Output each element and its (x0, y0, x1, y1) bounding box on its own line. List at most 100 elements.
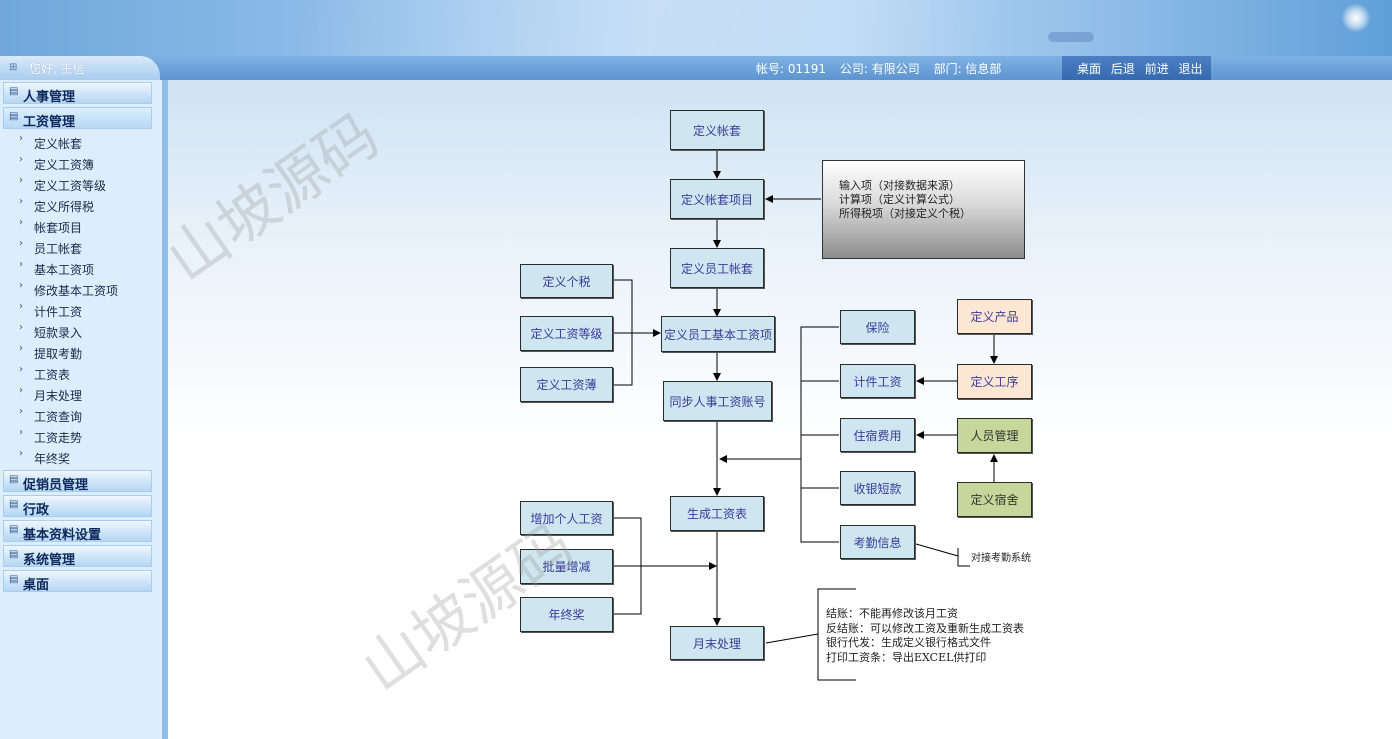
submenu-label: 工资查询 (34, 410, 83, 424)
chevron-right-icon: › (19, 427, 23, 438)
chevron-right-icon: › (19, 343, 23, 354)
submenu-label: 基本工资项 (34, 263, 95, 277)
flow-define-dorm: 定义宿舍 (957, 482, 1032, 517)
submenu-item[interactable]: › 短款录入 (3, 321, 152, 342)
submenu-label: 员工帐套 (34, 242, 83, 256)
menu-group-admin[interactable]: ▤ 行政 (3, 495, 152, 518)
chevron-right-icon: › (19, 280, 23, 291)
nav-back-link[interactable]: 后退 (1110, 62, 1135, 76)
submenu-item[interactable]: › 定义工资簿 (3, 153, 152, 174)
submenu-label: 定义工资等级 (34, 179, 107, 193)
submenu-label: 修改基本工资项 (34, 284, 119, 298)
flow-staff-mgmt: 人员管理 (957, 418, 1032, 453)
submenu-item[interactable]: › 提取考勤 (3, 342, 152, 363)
grid-icon: ⊞ (9, 62, 18, 73)
submenu-label: 工资表 (34, 368, 71, 382)
month-end-note-3: 银行代发：生成定义银行格式文件 (826, 636, 991, 649)
menu-group-desktop[interactable]: ▤ 桌面 (3, 570, 152, 593)
submenu-label: 工资走势 (34, 431, 83, 445)
submenu-item[interactable]: ›计件工资 (3, 300, 152, 321)
menu-group-label: 工资管理 (23, 115, 76, 130)
submenu-label: 定义所得税 (34, 200, 95, 214)
chevron-right-icon: › (19, 322, 23, 333)
submenu-item[interactable]: › 定义所得税 (3, 195, 152, 216)
submenu-item[interactable]: › 月末处理 (3, 384, 152, 405)
menu-group-label: 系统管理 (23, 553, 76, 568)
submenu-label: 短款录入 (34, 326, 83, 340)
submenu-item[interactable]: › 工资查询 (3, 405, 152, 426)
menu-group-label: 基本资料设置 (23, 528, 102, 543)
main-content (168, 80, 1392, 739)
chevron-right-icon: › (19, 364, 23, 375)
submenu-item[interactable]: › 基本工资项 (3, 258, 152, 279)
nav-forward-link[interactable]: 前进 (1144, 62, 1169, 76)
flow-sync-account: 同步人事工资账号 (663, 381, 772, 421)
chevron-right-icon: › (19, 448, 23, 459)
menu-group-basic-data[interactable]: ▤ 基本资料设置 (3, 520, 152, 543)
menu-doc-icon: ▤ (9, 499, 19, 510)
nav-logout-link[interactable]: 退出 (1178, 62, 1203, 76)
submenu-item[interactable]: › 修改基本工资项 (3, 279, 152, 300)
menu-group-promoter[interactable]: ▤ 促销员管理 (3, 470, 152, 493)
flow-batch-adjust: 批量增减 (520, 549, 613, 584)
submenu-item[interactable]: › 工资走势 (3, 426, 152, 447)
menu-group-label: 行政 (23, 503, 50, 518)
chevron-right-icon: › (19, 217, 23, 228)
flow-define-tax: 定义个税 (520, 264, 613, 298)
flow-define-book: 定义工资薄 (520, 367, 613, 402)
menu-group-salary[interactable]: ▤ 工资管理 (3, 107, 152, 130)
note-line: 计算项（定义计算公式） (839, 193, 960, 206)
chevron-right-icon: › (19, 406, 23, 417)
chevron-right-icon: › (19, 133, 23, 144)
note-line: 输入项（对接数据来源） (839, 179, 960, 192)
account-info: 帐号: 01191 公司: 有限公司 部门: 信息部 (756, 60, 1011, 77)
salary-submenu: ›定义帐套 ›定义工资簿 ›定义工资等级 ›定义所得税 ›帐套项目 ›员工帐套 … (3, 132, 152, 468)
menu-group-hr[interactable]: ▤ 人事管理 (3, 82, 152, 105)
banner-light-streak (300, 0, 1000, 58)
submenu-item[interactable]: ›定义工资等级 (3, 174, 152, 195)
chevron-right-icon: › (19, 259, 23, 270)
submenu-item[interactable]: › 工资表 (3, 363, 152, 384)
flow-define-process: 定义工序 (957, 364, 1032, 399)
submenu-label: 月末处理 (34, 389, 83, 403)
menu-doc-icon: ▤ (9, 86, 19, 97)
account-number: 帐号: 01191 (756, 62, 827, 76)
flow-year-bonus: 年终奖 (520, 597, 613, 632)
menu-doc-icon: ▤ (9, 111, 19, 122)
menu-group-label: 桌面 (23, 578, 50, 593)
chevron-right-icon: › (19, 196, 23, 207)
flow-insurance: 保险 (840, 310, 915, 344)
submenu-label: 年终奖 (34, 452, 71, 466)
note-line: 所得税项（对接定义个税） (839, 207, 971, 220)
menu-doc-icon: ▤ (9, 474, 19, 485)
flow-employee-ledger: 定义员工帐套 (670, 248, 764, 288)
submenu-item[interactable]: › 员工帐套 (3, 237, 152, 258)
nav-desktop-link[interactable]: 桌面 (1077, 62, 1102, 76)
sidebar: ▤ 人事管理 ▤ 工资管理 ›定义帐套 ›定义工资簿 ›定义工资等级 ›定义所得… (0, 80, 168, 739)
submenu-label: 定义帐套 (34, 137, 83, 151)
chevron-right-icon: › (19, 238, 23, 249)
menu-group-system[interactable]: ▤ 系统管理 (3, 545, 152, 568)
department-name: 部门: 信息部 (933, 62, 1002, 76)
flow-attendance: 考勤信息 (840, 525, 915, 559)
flow-define-ledger: 定义帐套 (670, 110, 764, 150)
company-name: 公司: 有限公司 (839, 62, 920, 76)
submenu-item[interactable]: ›帐套项目 (3, 216, 152, 237)
submenu-label: 定义工资簿 (34, 158, 95, 172)
flow-lodging: 住宿费用 (840, 418, 915, 452)
submenu-label: 提取考勤 (34, 347, 83, 361)
ledger-item-note: 输入项（对接数据来源） 计算项（定义计算公式） 所得税项（对接定义个税） (822, 160, 1025, 259)
submenu-item[interactable]: › 年终奖 (3, 447, 152, 468)
greeting-text: 您好, 王信 (29, 62, 85, 76)
flow-generate-table: 生成工资表 (670, 496, 764, 531)
menu-doc-icon: ▤ (9, 549, 19, 560)
chevron-right-icon: › (19, 385, 23, 396)
submenu-item[interactable]: › 定义帐套 (3, 132, 152, 153)
month-end-note-4: 打印工资条：导出EXCEL供打印 (826, 651, 987, 664)
submenu-label: 计件工资 (34, 305, 83, 319)
chevron-right-icon: › (19, 154, 23, 165)
menu-doc-icon: ▤ (9, 524, 19, 535)
flow-cash-short: 收银短款 (840, 471, 915, 505)
banner-arrow-decoration (1048, 32, 1094, 42)
greeting-tab: ⊞ 您好, 王信 (0, 56, 160, 80)
